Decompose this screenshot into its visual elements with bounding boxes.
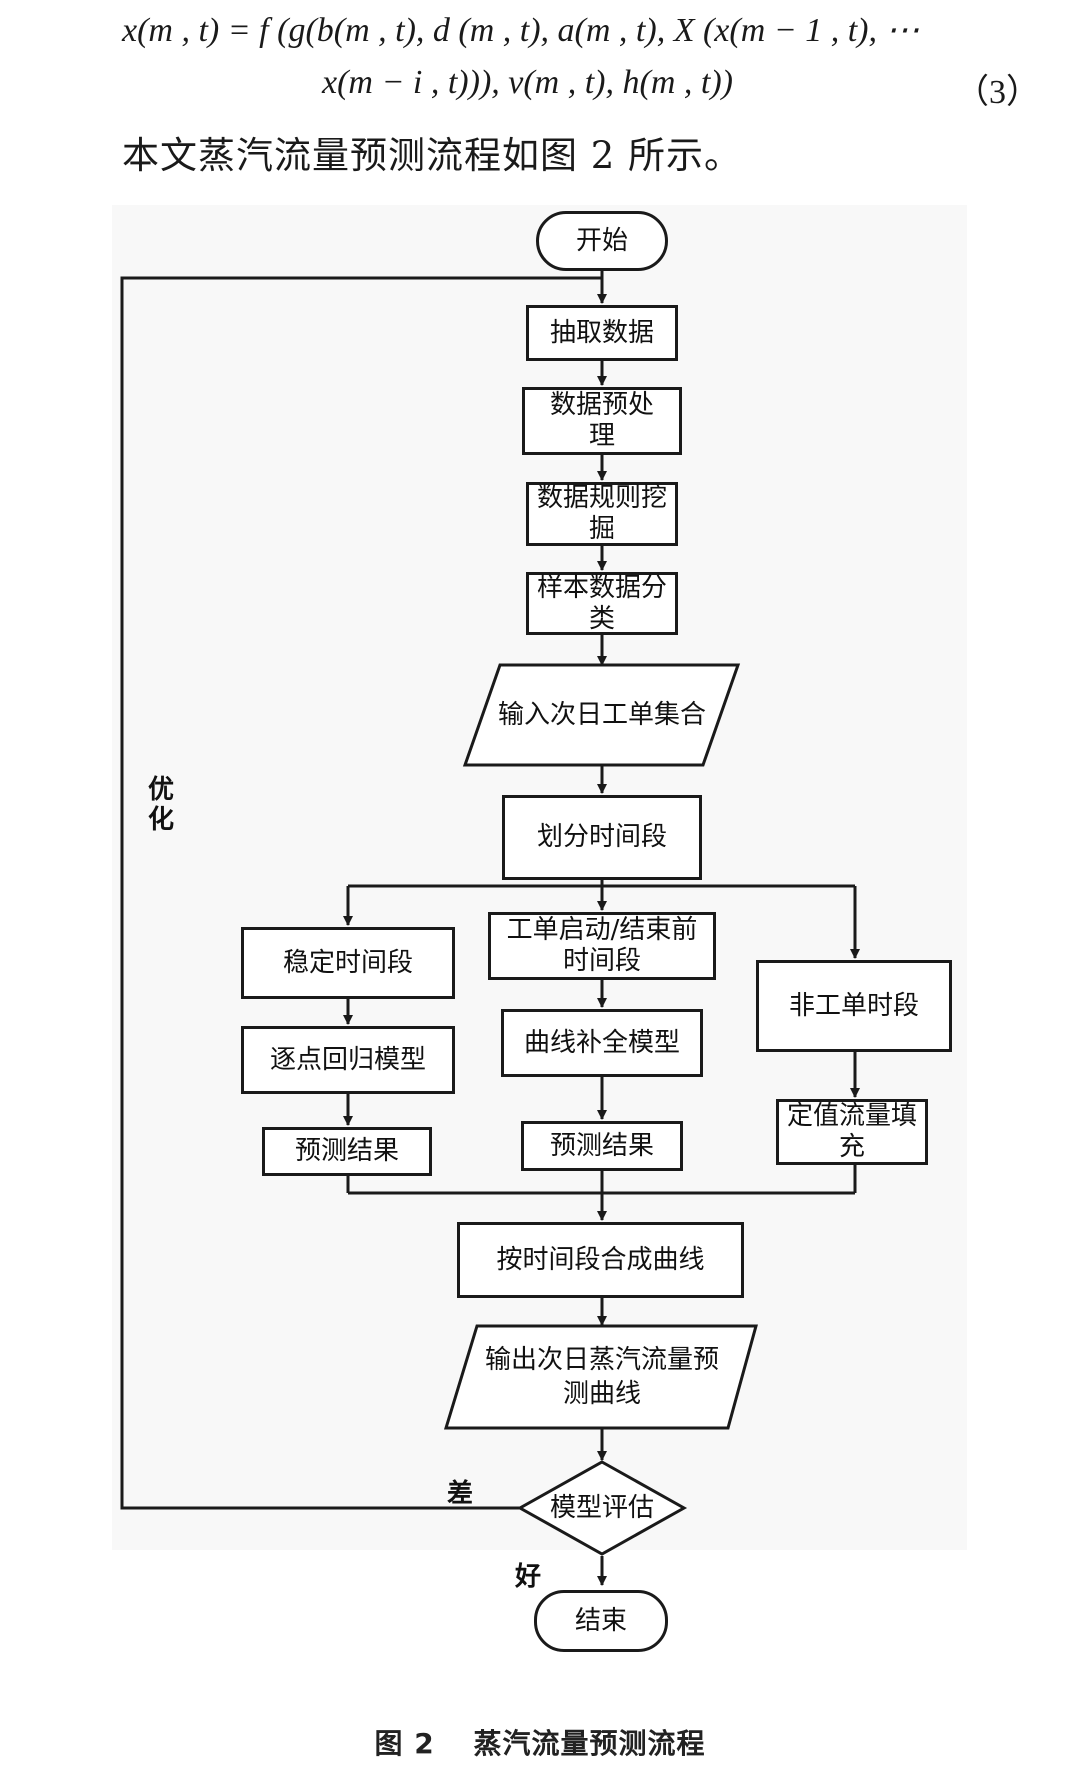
point-regression-box: 逐点回归模型 — [241, 1026, 455, 1094]
classify-box: 样本数据分 类 — [526, 572, 678, 635]
extract-data-label: 抽取数据 — [549, 317, 654, 348]
stable-period-label: 稳定时间段 — [282, 947, 413, 978]
optimize-label: 优 化 — [148, 775, 174, 835]
start-end-period-label-1: 工单启动/结束前 — [506, 915, 698, 945]
bad-label: 差 — [447, 1479, 474, 1509]
split-period-box: 划分时间段 — [502, 795, 702, 880]
output-parallelogram — [443, 1324, 758, 1430]
output-label: 输出次日蒸汽流量预 测曲线 — [462, 1326, 742, 1428]
evaluate-label: 模型评估 — [549, 1493, 654, 1523]
classify-label-2: 类 — [588, 603, 615, 634]
optimize-label-2: 化 — [148, 805, 175, 835]
preprocess-box: 数据预处 理 — [522, 387, 682, 455]
point-regression-label: 逐点回归模型 — [269, 1044, 426, 1075]
stable-period-box: 稳定时间段 — [241, 927, 455, 999]
merge-curve-label: 按时间段合成曲线 — [496, 1244, 705, 1275]
rule-mining-label-2: 掘 — [588, 514, 615, 544]
formula-line-1: x(m , t) = f (g(b(m , t), d (m , t), a(m… — [122, 12, 920, 49]
output-label-1: 输出次日蒸汽流量预 — [484, 1345, 719, 1375]
optimize-label-1: 优 — [148, 775, 175, 805]
figure-number: 图 2 — [374, 1727, 435, 1760]
preprocess-label-1: 数据预处 — [549, 390, 654, 420]
preprocess-label-2: 理 — [588, 421, 615, 451]
split-period-label: 划分时间段 — [536, 822, 667, 852]
non-order-period-label: 非工单时段 — [788, 990, 919, 1021]
rule-mining-label-1: 数据规则挖 — [536, 483, 667, 513]
classify-label-1: 样本数据分 — [536, 572, 667, 603]
prediction-result-left-label: 预测结果 — [294, 1136, 399, 1166]
input-label: 输入次日工单集合 — [497, 700, 706, 730]
fixed-fill-label-2: 充 — [838, 1132, 865, 1162]
output-label-2: 测曲线 — [562, 1379, 641, 1409]
prediction-result-left-box: 预测结果 — [262, 1127, 432, 1176]
end-terminal: 结束 — [534, 1590, 668, 1652]
formula-line-2: x(m − i , t))), v(m , t), h(m , t)) — [322, 64, 733, 101]
prediction-result-mid-label: 预测结果 — [549, 1130, 654, 1161]
equation-number: （3） — [955, 74, 1040, 111]
fixed-fill-label-1: 定值流量填 — [786, 1101, 917, 1131]
figure-title: 蒸汽流量预测流程 — [473, 1727, 706, 1760]
prediction-result-mid-box: 预测结果 — [521, 1121, 683, 1171]
start-end-period-label-2: 时间段 — [562, 946, 641, 976]
non-order-period-box: 非工单时段 — [756, 960, 952, 1052]
curve-completion-label: 曲线补全模型 — [523, 1027, 680, 1058]
rule-mining-box: 数据规则挖 掘 — [526, 482, 678, 546]
curve-completion-box: 曲线补全模型 — [501, 1009, 703, 1077]
figure-caption: 图 2 蒸汽流量预测流程 — [0, 1722, 1080, 1762]
end-label: 结束 — [574, 1605, 627, 1636]
start-label: 开始 — [575, 225, 628, 256]
start-end-period-box: 工单启动/结束前 时间段 — [488, 912, 716, 980]
intro-paragraph: 本文蒸汽流量预测流程如图 2 所示。 — [122, 134, 743, 177]
start-terminal: 开始 — [536, 211, 668, 271]
input-parallelogram — [462, 663, 741, 767]
evaluate-diamond — [516, 1460, 688, 1556]
fixed-fill-box: 定值流量填 充 — [776, 1099, 928, 1165]
good-label: 好 — [515, 1562, 542, 1592]
extract-data-box: 抽取数据 — [526, 305, 678, 361]
feedback-loop — [120, 276, 602, 1510]
merge-curve-box: 按时间段合成曲线 — [457, 1222, 744, 1298]
